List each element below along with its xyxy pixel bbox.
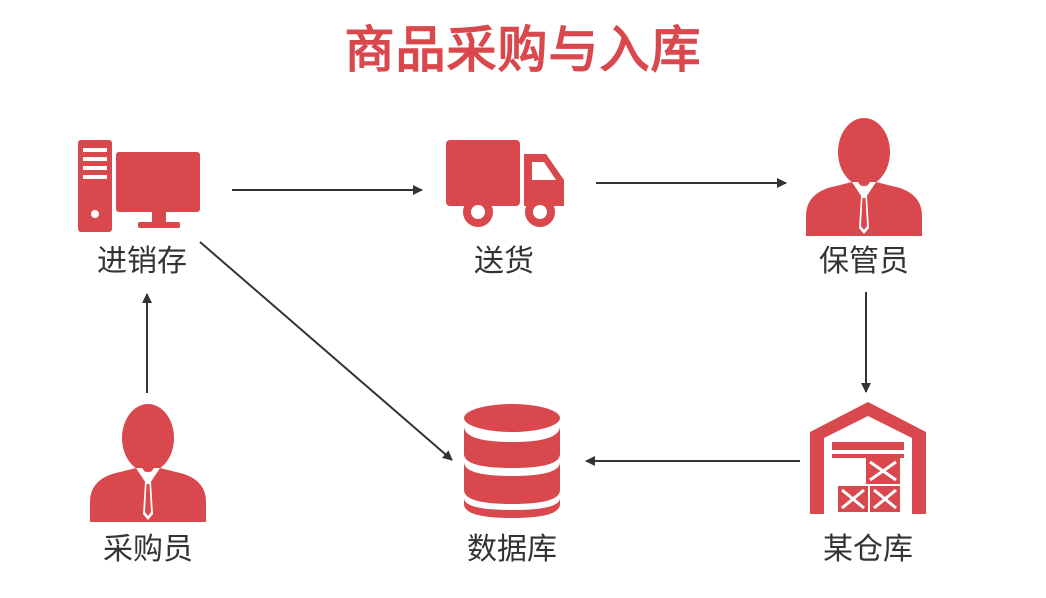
node-label-database: 数据库 [467, 532, 557, 567]
warehouse-icon [810, 402, 926, 514]
person-icon [806, 118, 922, 236]
person-icon [90, 404, 206, 522]
node-label-buyer: 采购员 [103, 532, 193, 567]
page-title: 商品采购与入库 [344, 21, 702, 79]
database-icon [464, 404, 560, 518]
node-label-delivery: 送货 [474, 244, 534, 279]
truck-icon [446, 140, 564, 227]
node-label-erp: 进销存 [97, 244, 187, 279]
arrow-erp-to-database [199, 241, 453, 461]
node-label-keeper: 保管员 [819, 244, 909, 279]
node-label-warehouse: 某仓库 [823, 532, 913, 567]
computer-icon [78, 140, 200, 232]
